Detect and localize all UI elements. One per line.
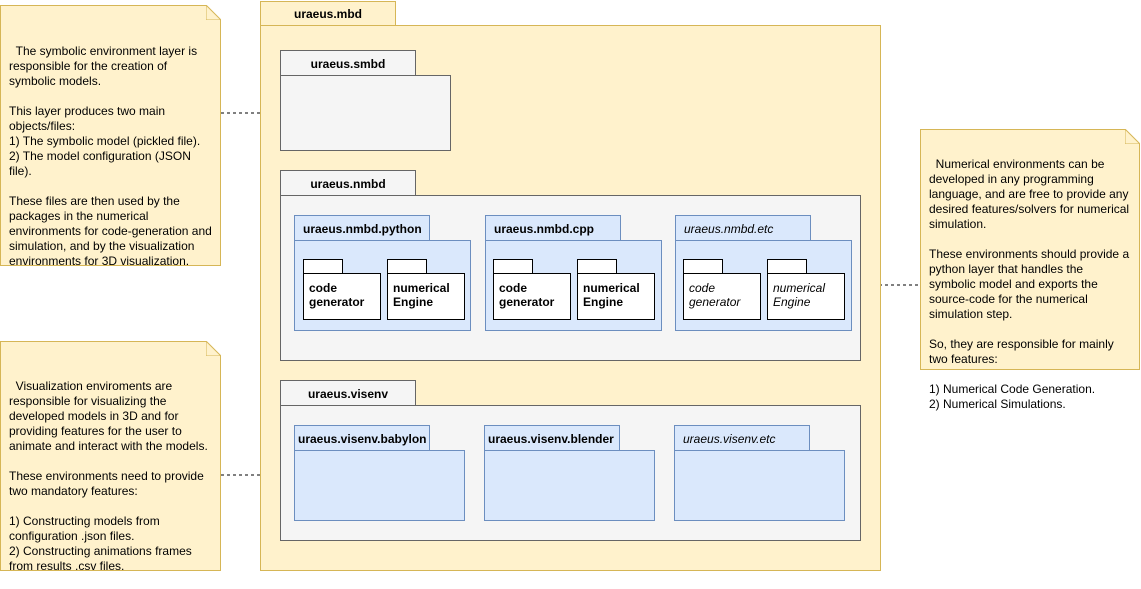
package-nmbd-python-label: uraeus.nmbd.python <box>303 222 422 236</box>
component-etc-engine-tab <box>767 259 807 274</box>
component-python-engine-tab <box>387 259 427 274</box>
component-python-engine: numerical Engine <box>387 273 465 320</box>
note-visualization-text: Visualization enviroments are responsibl… <box>9 379 208 573</box>
note-visualization-environment: Visualization enviroments are responsibl… <box>0 341 221 573</box>
package-visenv-babylon-label: uraeus.visenv.babylon <box>298 432 427 446</box>
package-visenv-blender-label: uraeus.visenv.blender <box>488 432 614 446</box>
component-etc-codegen: code generator <box>683 273 761 320</box>
package-nmbd-label: uraeus.nmbd <box>310 177 386 191</box>
package-nmbd-cpp-label: uraeus.nmbd.cpp <box>494 222 595 236</box>
component-python-codegen: code generator <box>303 273 381 320</box>
component-cpp-codegen: code generator <box>493 273 571 320</box>
note-symbolic-environment: The symbolic environment layer is respon… <box>0 5 221 268</box>
package-mbd-label: uraeus.mbd <box>293 7 362 21</box>
package-smbd-label: uraeus.smbd <box>310 57 386 71</box>
package-visenv-etc-body <box>674 450 845 521</box>
component-python-codegen-tab <box>303 259 343 274</box>
component-cpp-codegen-label: code generator <box>499 281 555 309</box>
package-visenv-etc-tab: uraeus.visenv.etc <box>674 425 810 451</box>
component-python-codegen-label: code generator <box>309 281 365 309</box>
component-python-engine-label: numerical Engine <box>393 281 450 309</box>
package-nmbd-tab: uraeus.nmbd <box>280 170 416 196</box>
note-fold-icon <box>206 341 221 356</box>
note-symbolic-text: The symbolic environment layer is respon… <box>9 44 212 268</box>
package-nmbd-python-tab: uraeus.nmbd.python <box>294 215 430 241</box>
package-visenv-label: uraeus.visenv <box>307 387 389 401</box>
note-fold-icon <box>1125 129 1140 144</box>
note-numerical-text: Numerical environments can be developed … <box>929 157 1130 411</box>
component-cpp-engine-label: numerical Engine <box>583 281 640 309</box>
component-cpp-engine: numerical Engine <box>577 273 655 320</box>
component-etc-codegen-label: code generator <box>689 281 741 309</box>
package-visenv-tab: uraeus.visenv <box>280 380 416 406</box>
package-visenv-babylon-tab: uraeus.visenv.babylon <box>294 425 430 451</box>
package-visenv-babylon-body <box>294 450 465 521</box>
package-smbd-tab: uraeus.smbd <box>280 50 416 76</box>
component-cpp-codegen-tab <box>493 259 533 274</box>
package-mbd-tab: uraeus.mbd <box>260 1 396 26</box>
package-nmbd-etc-label: uraeus.nmbd.etc <box>684 222 774 236</box>
package-smbd-body <box>280 75 451 151</box>
component-etc-engine: numerical Engine <box>767 273 845 320</box>
package-visenv-blender-tab: uraeus.visenv.blender <box>484 425 620 451</box>
package-nmbd-cpp-tab: uraeus.nmbd.cpp <box>485 215 621 241</box>
note-fold-icon <box>206 5 221 20</box>
component-etc-engine-label: numerical Engine <box>773 281 826 309</box>
package-nmbd-etc-tab: uraeus.nmbd.etc <box>675 215 811 241</box>
package-visenv-etc-label: uraeus.visenv.etc <box>683 432 776 446</box>
note-numerical-environment: Numerical environments can be developed … <box>920 129 1140 411</box>
package-visenv-blender-body <box>484 450 655 521</box>
component-etc-codegen-tab <box>683 259 723 274</box>
component-cpp-engine-tab <box>577 259 617 274</box>
